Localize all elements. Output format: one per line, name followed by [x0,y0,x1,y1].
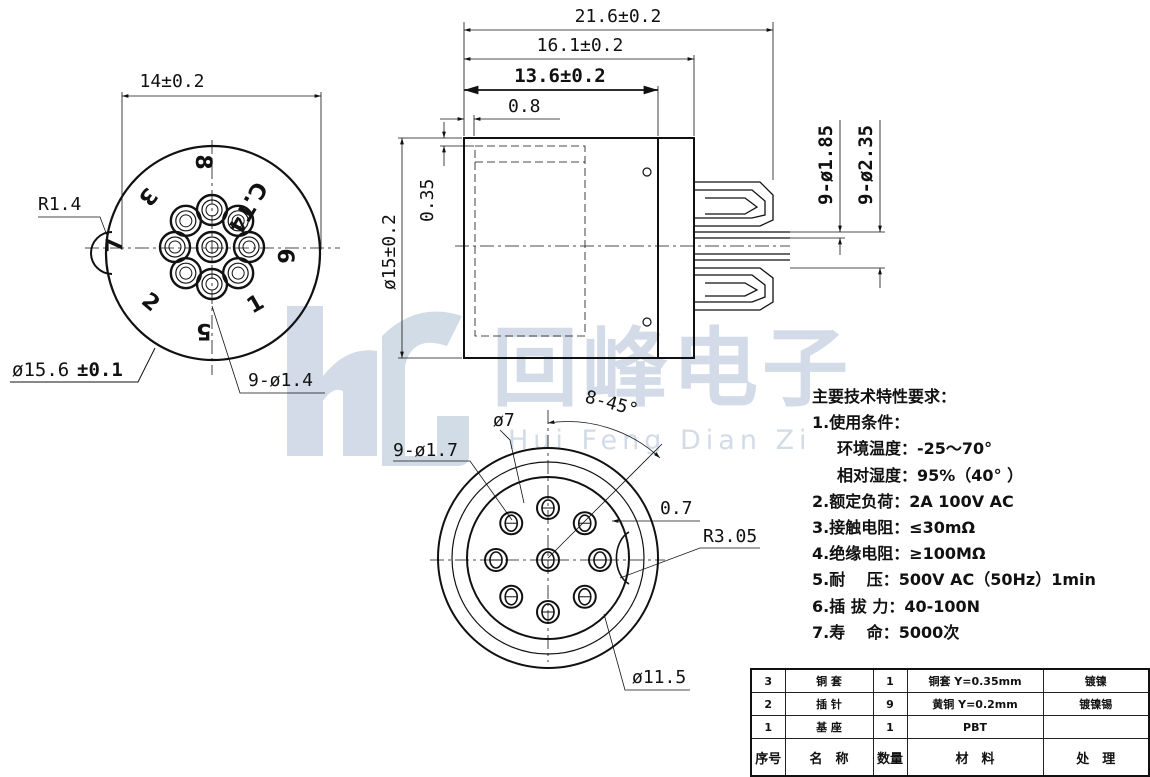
table-header-row: 序号 名 称 数量 材 料 处 理 [750,738,1150,777]
bom-cell: 铜套 Y=0.35mm [906,668,1044,693]
front-pin-holes [158,193,266,301]
bom-table: 3 铜 套 1 铜套 Y=0.35mm 镀镍 2 插 针 9 黄铜 Y=0.2m… [750,668,1150,777]
bottom-outer-dia: ø11.5 [632,667,686,688]
bom-cell: 铜 套 [784,668,874,693]
bottom-gap: 0.7 [660,498,693,519]
side-body-diameter: ø15±0.2 [379,214,400,290]
pin-hole [484,548,508,572]
pin-number: 8 [190,154,215,169]
pin-hole [588,548,612,572]
pin-number: 6 [272,248,297,263]
pin-hole [536,600,560,624]
pin-number: 3 [133,182,162,210]
spec-line: 5.耐 压：500V AC（50Hz）1min [812,570,1096,590]
pin-hole [572,511,597,536]
front-hole-label: 9-ø1.4 [248,370,313,391]
technical-specs: 主要技术特性要求： 1.使用条件： 环境温度：-25～70° 相对湿度：95%（… [812,384,1096,646]
front-diameter-label: ø15.6 [12,359,69,381]
bom-header-cell: 名 称 [784,738,874,777]
bom-cell: 1 [750,715,786,739]
bom-header-cell: 材 料 [906,738,1044,777]
pin-number: 1 [243,290,269,319]
side-pin-dia-2: 9-ø2.35 [855,125,877,205]
pin-hole [169,204,203,238]
spec-line: 环境温度：-25～70° [837,439,993,459]
bottom-pin-holes [484,496,612,624]
front-view [10,92,340,394]
spec-line: 7.寿 命：5000次 [812,622,960,642]
bom-cell: 镀镍锡 [1042,692,1150,716]
pin-number: 2 [136,288,164,317]
bom-cell: 镀镍 [1042,668,1150,693]
side-len-body: 13.6±0.2 [514,65,606,87]
bom-cell: 基 座 [784,715,874,739]
bom-cell: 2 [750,692,786,716]
table-row: 1 基 座 1 PBT [750,715,1150,739]
bottom-angle-label: 8-45° [583,387,641,421]
pin-hole [499,584,524,609]
bom-header-cell: 处 理 [1042,738,1150,777]
bottom-radius: R3.05 [703,526,757,547]
watermark-text: 回峰电子 [492,319,852,419]
bottom-hole-label: 9-ø1.7 [393,440,458,461]
front-width-dim: 14±0.2 [139,71,204,92]
specs-title: 主要技术特性要求： [812,387,957,406]
spec-line: 6.插 拔 力：40-100N [812,596,981,616]
side-len-total: 21.6±0.2 [575,6,662,27]
pin-hole [536,548,560,572]
bom-cell: 3 [750,668,786,693]
bottom-center-dia: ø7 [493,410,515,431]
table-row: 2 插 针 9 黄铜 Y=0.2mm 镀镍锡 [750,692,1150,716]
front-radius-label: R1.4 [38,194,81,215]
bom-cell: 黄铜 Y=0.2mm [906,692,1044,716]
side-offset-small: 0.8 [508,96,541,117]
bom-cell: 1 [872,668,908,693]
spec-line: 2.额定负荷：2A 100V AC [812,491,1014,511]
table-row: 3 铜 套 1 铜套 Y=0.35mm 镀镍 [750,668,1150,693]
side-gap-small: 0.35 [417,179,438,222]
pin-hole [572,584,597,609]
pin-hole [499,511,524,536]
bom-header-cell: 序号 [750,738,786,777]
bom-cell [1042,715,1150,739]
side-pin-dia-1: 9-ø1.85 [815,125,837,205]
spec-line: 1.使用条件： [812,413,910,433]
spec-line: 3.接触电阻：≤30mΩ [812,518,976,538]
front-marking: C.T4 [222,177,271,237]
pin-hole [536,496,560,520]
bom-header-cell: 数量 [872,738,908,777]
bom-cell: 9 [872,692,908,716]
pin-hole [195,230,229,264]
pin-number: 7 [103,237,128,252]
spec-line: 相对湿度：95%（40° ） [837,465,1024,485]
pin-number: 5 [196,318,211,343]
bom-cell: 插 针 [784,692,874,716]
bom-cell: PBT [906,715,1044,739]
side-view [398,22,885,359]
bottom-view [393,410,760,691]
side-len-mid: 16.1±0.2 [537,35,624,56]
spec-line: 4.绝缘电阻：≥100MΩ [812,544,986,564]
bom-cell: 1 [872,715,908,739]
front-diameter-tol: ±0.1 [77,359,123,381]
